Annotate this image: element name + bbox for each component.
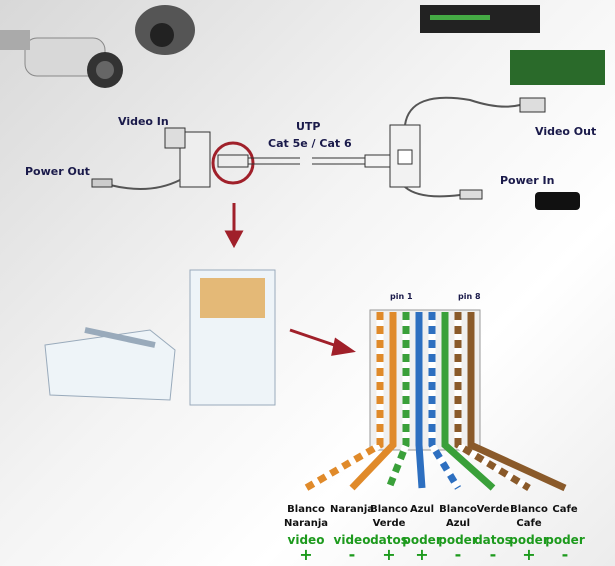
wire-name: Naranja: [329, 504, 375, 515]
wire-name: Azul: [409, 504, 435, 515]
wire-function: datos: [474, 533, 512, 547]
wire-function: poder: [402, 533, 442, 547]
cable-type-label: Cat 5e / Cat 6: [268, 137, 352, 150]
wire-name: Blanco: [510, 504, 548, 515]
wire-name-2: Azul: [445, 518, 471, 529]
rj45-connector-side: [44, 327, 176, 401]
wire-polarity: +: [522, 545, 536, 564]
wire-name-2: Cafe: [516, 518, 542, 529]
video-out-label: Video Out: [535, 125, 597, 138]
wire-polarity: -: [489, 545, 497, 564]
dvr-recorder: [420, 5, 605, 85]
power-adapter: [535, 192, 580, 210]
wire-polarity: -: [454, 545, 462, 564]
wire-name: Blanco: [439, 504, 477, 515]
wire-function: video: [333, 533, 371, 547]
arrow-down: [224, 203, 244, 249]
power-out-label: Power Out: [25, 165, 90, 178]
pinout-diagram: [304, 309, 567, 492]
power-in-label: Power In: [500, 174, 555, 187]
wire-3: [385, 312, 410, 490]
pin8-label: pin 8: [458, 292, 481, 301]
wire-polarity: +: [415, 545, 429, 564]
wire-name: Blanco: [287, 504, 325, 515]
pin1-label: pin 1: [390, 292, 413, 301]
arrow-right: [289, 328, 356, 356]
video-in-label: Video In: [118, 115, 169, 128]
wire-name-2: Verde: [372, 518, 406, 529]
wire-5: [428, 312, 461, 490]
wire-function: datos: [370, 533, 408, 547]
wire-function: poder: [545, 533, 585, 547]
rj45-connector-front: [189, 269, 276, 406]
receiver-balun: [389, 96, 580, 210]
wire-function: poder: [509, 533, 549, 547]
highlight-circle: [211, 141, 255, 185]
utp-cable: [217, 154, 391, 168]
wire-function: poder: [438, 533, 478, 547]
wire-polarity: +: [299, 545, 313, 564]
wire-6: [441, 312, 496, 491]
wire-name: Verde: [476, 504, 510, 515]
bullet-camera: [0, 30, 123, 88]
wire-name-2: Naranja: [283, 518, 329, 529]
wire-polarity: -: [561, 545, 569, 564]
wire-2: [349, 312, 397, 491]
wire-name: Blanco: [370, 504, 408, 515]
wire-function: video: [287, 533, 325, 547]
dome-camera: [135, 5, 195, 55]
utp-label: UTP: [296, 120, 321, 133]
transmitter-balun: [91, 127, 211, 190]
wire-polarity: +: [382, 545, 396, 564]
wire-8: [467, 312, 567, 492]
wire-7: [454, 312, 531, 491]
wire-1: [304, 312, 384, 492]
wire-name: Cafe: [552, 504, 578, 515]
wire-4: [415, 312, 426, 489]
wire-polarity: -: [348, 545, 356, 564]
